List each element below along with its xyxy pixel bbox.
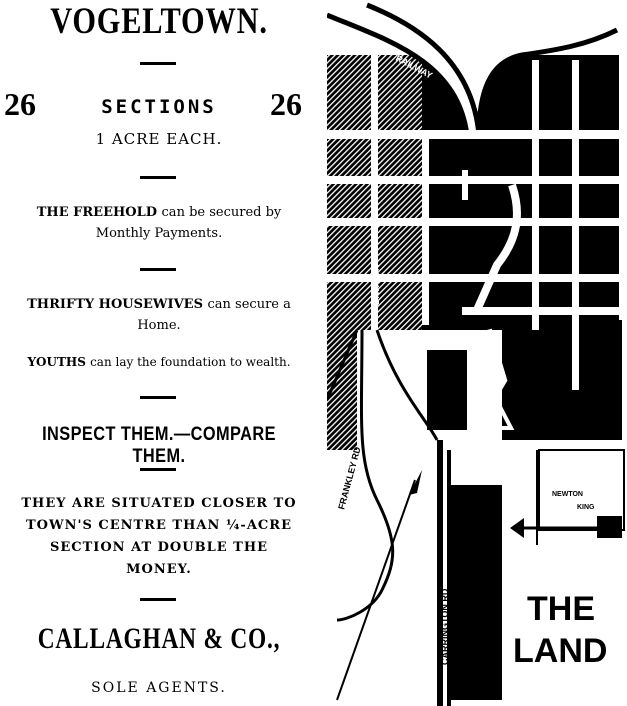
freehold-rest: can be secured by (161, 205, 282, 220)
agent-name: CALLAGHAN & CO., (37, 622, 281, 655)
youths-lead: YOUTHS (27, 355, 86, 369)
label-carrington: CARRINGTON RD (440, 588, 450, 665)
label-dawson: DAWSON (371, 265, 381, 306)
divider (140, 396, 176, 399)
label-vivian: VIVIAN ST. (330, 218, 376, 228)
newton-king-box (538, 449, 625, 531)
divider (140, 176, 176, 179)
location-map: RAILWAY DEVON POWDERHAM COURTENAY PL VIV… (327, 0, 627, 706)
road (467, 328, 508, 433)
youths-text: YOUTHS can lay the foundation to wealth. (0, 352, 318, 373)
youths-rest: can lay the foundation to wealth. (90, 355, 291, 369)
advert-title: VOGELTOWN. (50, 1, 268, 42)
lower-right-area (502, 440, 627, 706)
triangle-junction (483, 400, 515, 430)
freehold-text: THE FREEHOLD can be secured by Monthly P… (0, 202, 318, 244)
sections-heading: SECTIONS (101, 96, 217, 118)
label-the: THE (527, 590, 595, 628)
park-block (502, 320, 622, 440)
count-right: 26 (270, 86, 302, 122)
harbour-area (327, 0, 627, 130)
closer-line: TOWN'S CENTRE THAN ¼-ACRE (26, 518, 292, 533)
acre-each: 1 ACRE EACH. (95, 130, 223, 148)
freehold-lead: THE FREEHOLD (36, 205, 157, 220)
closer-line: THEY ARE SITUATED CLOSER TO (21, 496, 297, 511)
inspect-slogan: INSPECT THEM.—COMPARE THEM. (42, 424, 276, 467)
label-newton: NEWTON (552, 491, 583, 498)
railway-line (327, 12, 470, 136)
road-line (375, 329, 439, 441)
arrow-line (336, 479, 416, 701)
housewives-text: THRIFTY HOUSEWIVES can secure a Home. (0, 294, 318, 336)
label-land: LAND (513, 632, 607, 670)
road-edge (447, 450, 451, 706)
housewives-lead: THRIFTY HOUSEWIVES (27, 297, 203, 312)
freehold-line2: Monthly Payments. (95, 226, 223, 241)
label-powderham: POWDERHAM (330, 176, 391, 186)
sole-agents: SOLE AGENTS. (91, 680, 227, 696)
diagonal-street (473, 183, 521, 312)
count-left: 26 (4, 86, 36, 122)
road-edge (437, 440, 443, 706)
closer-text: THEY ARE SITUATED CLOSER TO TOWN'S CENTR… (0, 493, 318, 581)
divider (140, 268, 176, 271)
shore-line (476, 27, 619, 136)
label-king: KING (577, 504, 595, 511)
divider (140, 598, 176, 601)
road-line (327, 329, 359, 401)
block (427, 350, 467, 430)
label-devon: DEVON (367, 130, 399, 140)
divider (140, 468, 176, 471)
arrow-head-icon (409, 470, 422, 495)
label-courtenay: COURTENAY PL (487, 176, 558, 186)
river (336, 329, 395, 622)
shore-line (366, 2, 482, 136)
pointer-tail (597, 516, 622, 538)
closer-line: SECTION AT DOUBLE THE (49, 540, 269, 555)
land-block (451, 485, 503, 700)
pointer-arrow-icon (510, 518, 524, 538)
housewives-line2: Home. (137, 318, 181, 333)
streets (327, 55, 627, 390)
housewives-rest: can secure a (207, 297, 291, 312)
divider (140, 62, 176, 65)
closer-line: MONEY. (126, 562, 192, 577)
advert-text-column: VOGELTOWN. 26 SECTIONS 26 1 ACRE EACH. T… (0, 1, 318, 696)
